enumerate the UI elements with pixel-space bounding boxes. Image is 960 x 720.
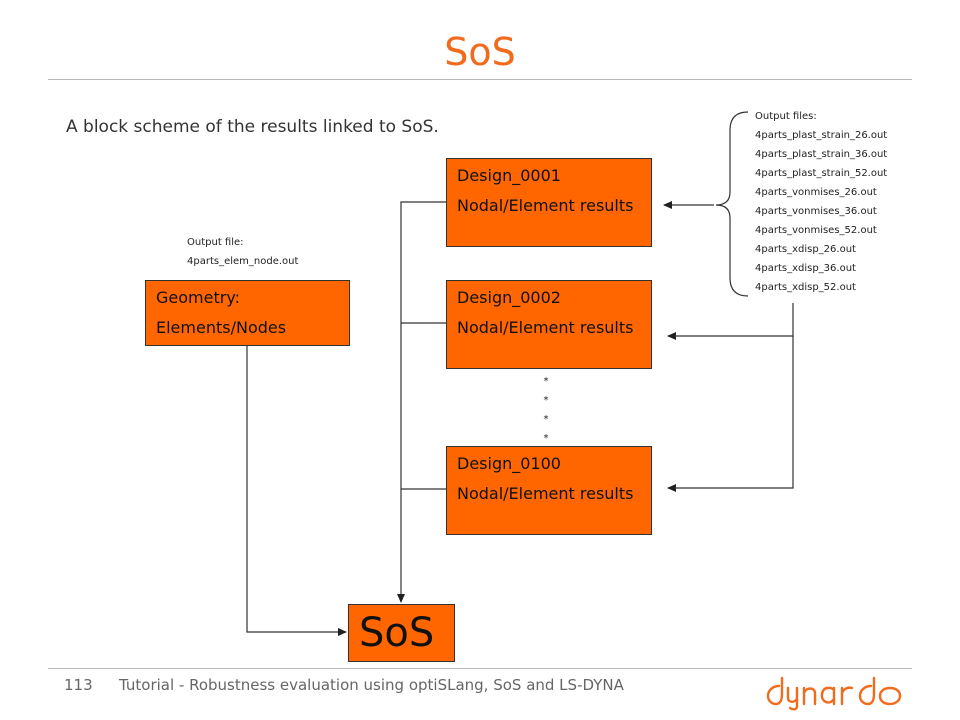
- geometry-box-desc: Elements/Nodes: [156, 318, 287, 337]
- geometry-output-file: 4parts_elem_node.out: [187, 256, 299, 267]
- output-file-item: 4parts_vonmises_36.out: [755, 206, 877, 217]
- output-file-item: 4parts_plast_strain_52.out: [755, 168, 888, 179]
- page-number: 113: [64, 676, 93, 694]
- design-0001-connector: [397, 201, 446, 603]
- footer-title: Tutorial - Robustness evaluation using o…: [119, 676, 624, 694]
- sos-box: SoS: [348, 604, 455, 662]
- ellipsis-star: *: [543, 395, 549, 406]
- ellipsis-star: *: [543, 433, 549, 444]
- files-to-design-0002-arrow: [667, 303, 794, 340]
- geometry-box: Geometry: Elements/Nodes: [145, 280, 350, 346]
- slide-subtitle: A block scheme of the results linked to …: [66, 117, 439, 137]
- ellipsis-star: *: [543, 414, 549, 425]
- ellipsis-star: *: [543, 376, 549, 387]
- output-file-item: 4parts_vonmises_52.out: [755, 225, 877, 236]
- design-box-desc: Nodal/Element results: [457, 484, 634, 503]
- design-box-title: Design_0001: [457, 166, 561, 185]
- output-file-item: 4parts_vonmises_26.out: [755, 187, 877, 198]
- design-box-title: Design_0100: [457, 454, 561, 473]
- design-box-0001: Design_0001 Nodal/Element results: [446, 158, 652, 247]
- output-file-item: 4parts_xdisp_52.out: [755, 282, 856, 293]
- output-file-item: 4parts_xdisp_36.out: [755, 263, 856, 274]
- output-file-item: 4parts_plast_strain_26.out: [755, 130, 888, 141]
- top-divider: [48, 79, 912, 80]
- output-file-item: 4parts_plast_strain_36.out: [755, 149, 888, 160]
- geometry-output-label: Output file:: [187, 237, 244, 248]
- design-box-0100: Design_0100 Nodal/Element results: [446, 446, 652, 535]
- output-files-list: Output files: 4parts_plast_strain_26.out…: [755, 107, 887, 297]
- output-files-label: Output files:: [755, 111, 817, 122]
- design-box-title: Design_0002: [457, 288, 561, 307]
- design-ellipsis: * * * *: [541, 372, 551, 448]
- output-files-brace: [715, 111, 749, 297]
- design-box-0002: Design_0002 Nodal/Element results: [446, 280, 652, 369]
- slide-title: SoS: [444, 30, 516, 74]
- design-box-desc: Nodal/Element results: [457, 318, 634, 337]
- files-to-design-0100-arrow: [667, 336, 794, 492]
- geometry-box-title: Geometry:: [156, 288, 241, 307]
- output-file-item: 4parts_xdisp_26.out: [755, 244, 856, 255]
- geometry-connector: [246, 346, 347, 636]
- dynardo-logo: dynardo: [766, 676, 902, 711]
- design-box-desc: Nodal/Element results: [457, 196, 634, 215]
- footer-divider: [48, 668, 912, 669]
